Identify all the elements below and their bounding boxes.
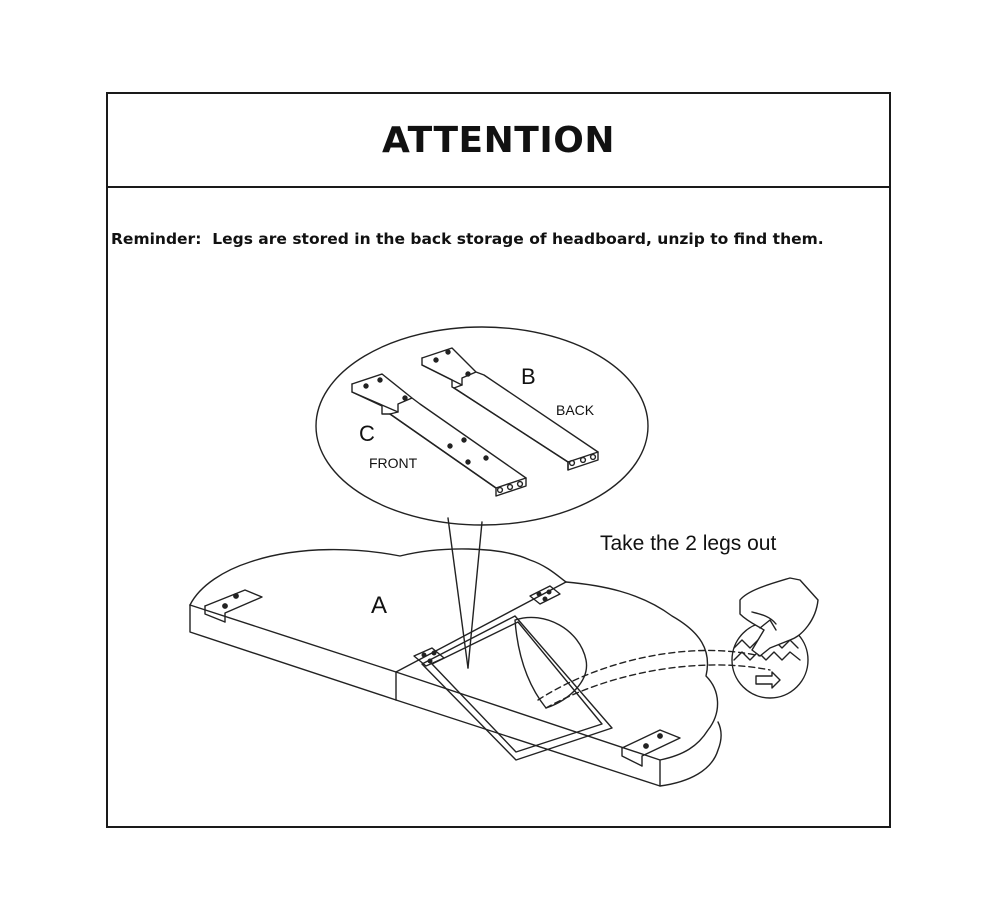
leg-c: [351, 373, 527, 497]
zipper-path: [537, 649, 761, 701]
reminder-line: Reminder: Legs are stored in the back st…: [111, 230, 824, 248]
hinge-bottom: [413, 647, 445, 667]
reminder-prefix: Reminder:: [111, 230, 202, 248]
headboard-panel-right: [395, 581, 722, 787]
label-b: B: [521, 364, 536, 389]
attention-frame: ATTENTION Reminder: Legs are stored in t…: [106, 92, 891, 828]
label-back: BACK: [556, 402, 595, 418]
reminder-text: Legs are stored in the back storage of h…: [212, 230, 824, 248]
headboard-panel-a: [189, 548, 567, 701]
pointer-line-left: [447, 517, 469, 669]
leg-b: [421, 347, 599, 471]
label-c: C: [359, 421, 375, 446]
caption-take-legs: Take the 2 legs out: [600, 532, 776, 555]
label-front: FRONT: [369, 455, 418, 471]
label-a: A: [371, 592, 387, 619]
pointer-line-right: [467, 521, 483, 669]
zipper-detail: [731, 577, 819, 699]
page-title: ATTENTION: [382, 119, 615, 161]
header-box: ATTENTION: [108, 94, 889, 188]
hinge-top: [529, 585, 561, 605]
